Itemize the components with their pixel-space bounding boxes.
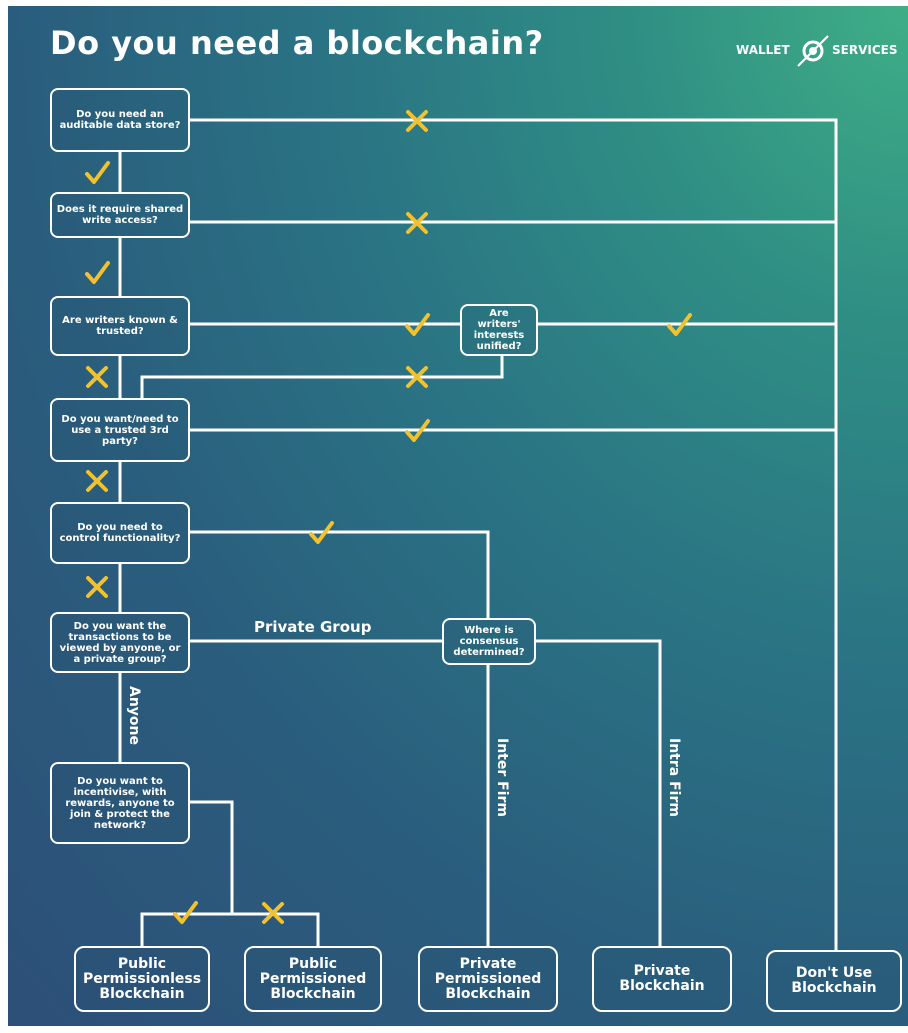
cross-icon: [86, 576, 108, 598]
outcome-public-permissioned: Public Permissioned Blockchain: [244, 946, 382, 1012]
question-where-is-consensus: Where is consensus determined?: [442, 618, 536, 665]
edge-label-inter-firm: Inter Firm: [494, 738, 510, 817]
logo-mark-icon: [797, 35, 829, 67]
cross-icon: [86, 470, 108, 492]
outcome-text: Public Permissionless Blockchain: [82, 955, 202, 1002]
outcome-text: Don't Use Blockchain: [791, 965, 877, 996]
cross-icon: [406, 212, 428, 234]
question-text: Are writers known & trusted?: [62, 315, 178, 337]
flowchart-canvas: Do you need a blockchain? WALLET SERVICE…: [8, 6, 908, 1026]
question-text: Do you want the transactions to be viewe…: [59, 620, 181, 665]
question-auditable-data-store: Do you need an auditable data store?: [50, 88, 190, 152]
check-icon: [173, 901, 198, 924]
outcome-text: Private Permissioned Blockchain: [434, 955, 542, 1002]
check-icon: [405, 313, 430, 336]
outcome-private-permissioned: Private Permissioned Blockchain: [418, 946, 558, 1012]
question-writers-known-trusted: Are writers known & trusted?: [50, 296, 190, 356]
check-icon: [405, 419, 430, 442]
outcome-public-permissionless: Public Permissionless Blockchain: [74, 946, 210, 1012]
edge-label-intra-firm: Intra Firm: [666, 738, 682, 817]
wallet-services-logo: WALLET SERVICES: [736, 35, 906, 68]
outcome-private-blockchain: Private Blockchain: [592, 946, 732, 1012]
question-text: Do you want/need to use a trusted 3rd pa…: [61, 413, 179, 447]
question-text: Where is consensus determined?: [453, 625, 525, 658]
question-text: Do you want to incentivise, with rewards…: [65, 775, 175, 831]
logo-left-text: WALLET: [736, 43, 790, 57]
check-icon: [309, 521, 334, 544]
connector-lines: [118, 118, 838, 952]
question-text: Does it require shared write access?: [56, 204, 184, 226]
cross-icon: [406, 110, 428, 132]
cross-icon: [262, 902, 284, 924]
question-transactions-viewed-by: Do you want the transactions to be viewe…: [50, 612, 190, 673]
question-writers-interests-unified: Are writers' interests unified?: [460, 304, 538, 356]
check-icon: [85, 161, 110, 184]
outcome-text: Private Blockchain: [619, 963, 705, 994]
question-trusted-third-party: Do you want/need to use a trusted 3rd pa…: [50, 398, 190, 462]
check-icon: [85, 261, 110, 284]
question-text: Do you need to control functionality?: [59, 522, 181, 544]
outcome-text: Public Permissioned Blockchain: [259, 955, 367, 1002]
question-text: Are writers' interests unified?: [473, 308, 525, 352]
outcome-dont-use-blockchain: Don't Use Blockchain: [766, 950, 902, 1012]
page-title: Do you need a blockchain?: [50, 24, 544, 62]
question-incentivise-network: Do you want to incentivise, with rewards…: [50, 762, 190, 844]
question-control-functionality: Do you need to control functionality?: [50, 502, 190, 564]
edge-label-private-group: Private Group: [254, 618, 372, 636]
cross-icon: [86, 366, 108, 388]
edge-label-anyone: Anyone: [126, 686, 142, 746]
logo-right-text: SERVICES: [832, 43, 898, 57]
check-icon: [667, 313, 692, 336]
question-shared-write-access: Does it require shared write access?: [50, 192, 190, 238]
cross-icon: [406, 366, 428, 388]
question-text: Do you need an auditable data store?: [59, 109, 181, 131]
